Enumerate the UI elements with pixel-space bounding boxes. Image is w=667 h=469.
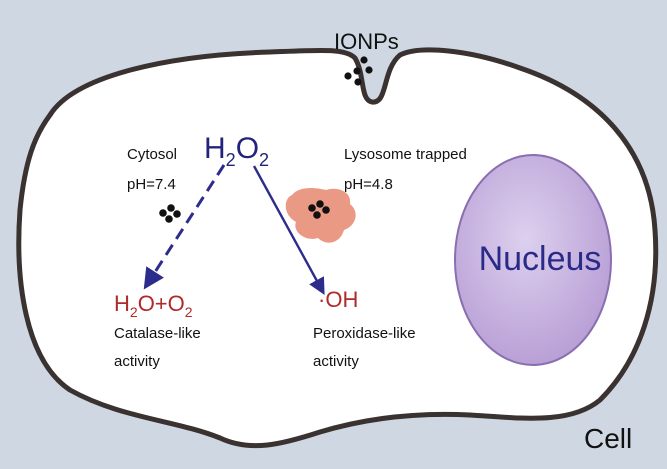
peroxidase-arrow: [252, 165, 325, 295]
cytosol-particles: [159, 204, 181, 223]
ionps-particles: [344, 56, 373, 86]
lysosome-label: Lysosome trapped: [344, 146, 467, 163]
ionps-label: IONPs: [334, 29, 399, 54]
peroxidase-label-line1: Peroxidase-like: [313, 325, 416, 342]
nucleus: [454, 154, 612, 366]
lysosome-particles: [308, 200, 330, 219]
cell-label: Cell: [584, 423, 632, 454]
hydroxyl-radical-product: ·OH: [318, 287, 358, 312]
cytosol-label: Cytosol: [127, 146, 177, 163]
cytosol-ph-label: pH=7.4: [127, 176, 176, 193]
water-oxygen-product: H2O+O2: [114, 291, 193, 320]
h2o2-label: H2O2: [204, 132, 269, 170]
catalase-label-line2: activity: [114, 353, 160, 370]
catalase-label-line1: Catalase-like: [114, 325, 201, 342]
catalase-arrow: [143, 164, 226, 290]
lysosome-ph-label: pH=4.8: [344, 176, 393, 193]
peroxidase-label-line2: activity: [313, 353, 359, 370]
nucleus-label: Nucleus: [479, 240, 602, 278]
